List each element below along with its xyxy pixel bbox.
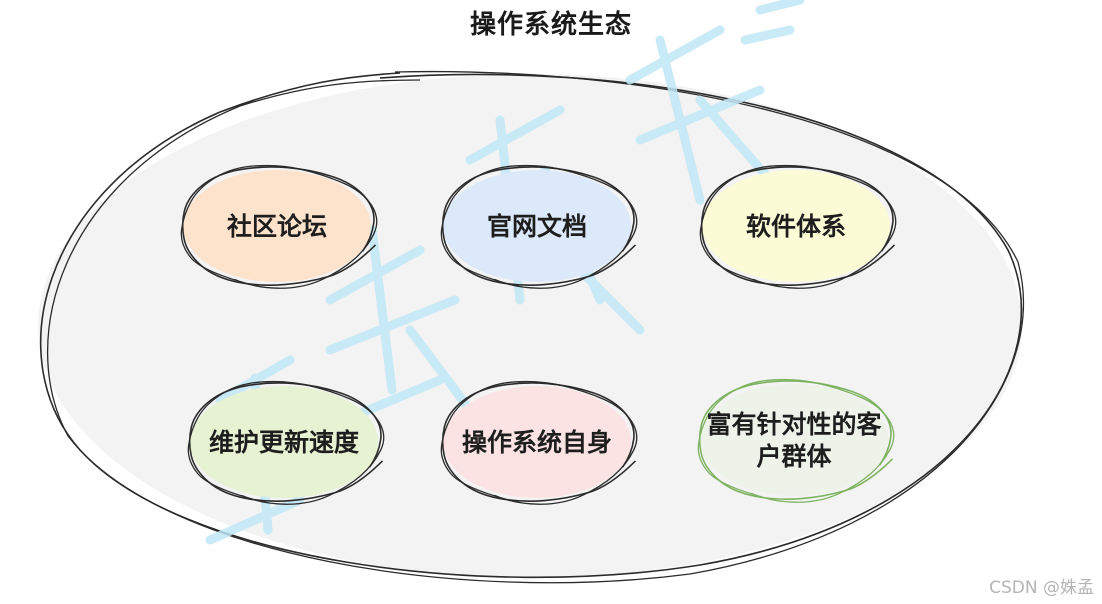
node-software-system: 软件体系 [699, 164, 897, 289]
node-label: 户群体 [756, 442, 832, 471]
node-label: 维护更新速度 [209, 428, 359, 457]
node-label: 富有针对性的客 [706, 410, 881, 439]
node-label: 官网文档 [487, 212, 587, 241]
node-outline [180, 164, 378, 289]
node-label: 操作系统自身 [462, 428, 612, 457]
node-fill [190, 386, 378, 498]
node-maintenance-updates: 维护更新速度 [187, 380, 385, 505]
node-official-docs: 官网文档 [440, 164, 638, 289]
node-label: 软件体系 [746, 212, 846, 241]
node-fill [183, 170, 371, 282]
node-outline [697, 378, 895, 503]
node-outline [187, 380, 385, 505]
node-fill [700, 384, 888, 496]
node-fill [443, 170, 631, 282]
node-label: 社区论坛 [227, 212, 327, 241]
node-outline [440, 164, 638, 289]
diagram-title: 操作系统生态 [469, 10, 632, 40]
node-outline [440, 380, 638, 505]
credit-text: CSDN @姝孟 [989, 578, 1094, 598]
node-os-itself: 操作系统自身 [440, 380, 638, 505]
node-community-forum: 社区论坛 [180, 164, 378, 289]
node-outline [699, 164, 897, 289]
node-fill [443, 386, 631, 498]
outer-ellipse [38, 70, 1024, 584]
node-fill [702, 170, 890, 282]
